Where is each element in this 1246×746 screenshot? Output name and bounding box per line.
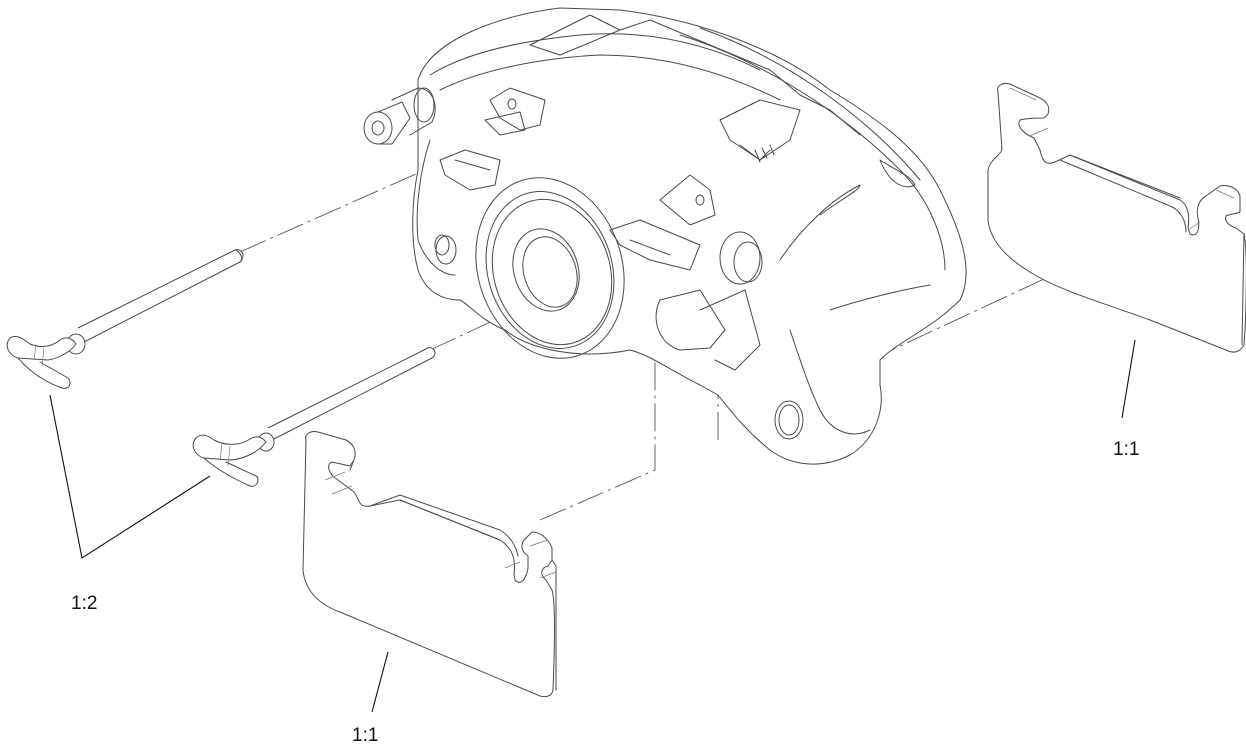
brake-pad-right <box>987 83 1246 353</box>
label-pins-quantity: 1:2 <box>71 593 98 614</box>
label-pad-left-quantity: 1:1 <box>352 725 379 746</box>
leader-lines <box>49 339 1136 713</box>
caliper-body <box>363 7 967 465</box>
label-pad-right-quantity: 1:1 <box>1113 439 1140 460</box>
retaining-pin-upper <box>6 249 244 389</box>
bleed-screw <box>363 87 436 145</box>
piston-bore <box>475 177 625 359</box>
retaining-pin-lower <box>192 347 436 487</box>
brake-pad-left <box>302 431 557 698</box>
